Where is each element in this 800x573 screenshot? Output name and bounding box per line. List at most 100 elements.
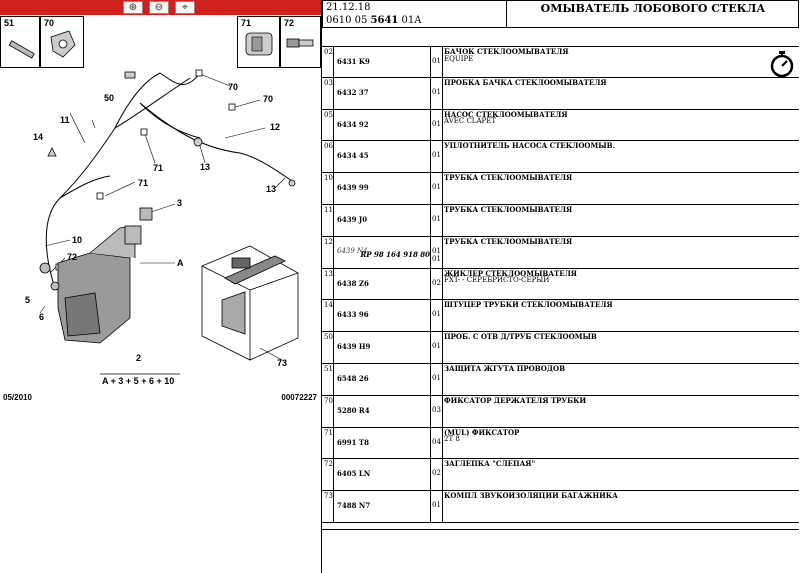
thumb-70[interactable]: 70	[40, 16, 84, 68]
part-description: ПРОБ. С ОТВ Д/ТРУБ СТЕКЛООМЫВ	[444, 332, 597, 342]
part-reference[interactable]: 5280 R4	[335, 395, 431, 427]
part-reference[interactable]: 6405 LN	[335, 459, 431, 491]
part-reference[interactable]: 7488 N7	[335, 491, 431, 522]
part-position: 12	[322, 236, 334, 268]
part-reference[interactable]: 6439 99	[335, 173, 431, 204]
callout-label: 6	[39, 312, 44, 322]
thumb-71[interactable]: 71	[237, 16, 280, 68]
part-position: 10	[322, 173, 334, 204]
callout-label: 72	[67, 252, 77, 262]
part-reference[interactable]: 6438 Z6	[335, 268, 431, 300]
part-description: ПРОБКА БАЧКА СТЕКЛООМЫВАТЕЛЯ	[444, 77, 607, 87]
callout-label: 11	[60, 115, 70, 125]
zoom-in-button[interactable]: ⊕	[123, 1, 143, 14]
part-description: ТРУБКА СТЕКЛООМЫВАТЕЛЯ	[444, 173, 573, 183]
part-quantity: 01	[432, 183, 441, 192]
part-description: ТРУБКА СТЕКЛООМЫВАТЕЛЯ	[444, 204, 573, 214]
thumb-72[interactable]: 72	[280, 16, 321, 68]
part-position: 71	[322, 427, 334, 459]
footer-date: 05/2010	[3, 393, 32, 402]
part-position: 73	[322, 491, 334, 522]
part-reference[interactable]: 6434 45	[335, 141, 431, 173]
part-reference[interactable]: 6431 K9	[335, 47, 431, 77]
callout-label: 71	[153, 163, 163, 173]
part-description: ШТУЦЕР ТРУБКИ СТЕКЛООМЫВАТЕЛЯ	[444, 300, 613, 310]
zoom-out-button[interactable]: ⊖	[149, 1, 169, 14]
callout-label: 13	[266, 184, 276, 194]
stopwatch-icon[interactable]	[769, 50, 795, 78]
part-alt-reference: RP 98 164 918 80	[360, 249, 430, 259]
callout-label: 71	[138, 178, 148, 188]
part-reference[interactable]: 6439 J0	[335, 204, 431, 236]
thumb-51[interactable]: 51	[0, 16, 40, 68]
part-quantity: 01	[432, 151, 441, 160]
panel-divider	[321, 0, 322, 573]
formula-bottom: A + 3 + 5 + 6 + 10	[102, 376, 174, 386]
callout-label: 13	[200, 162, 210, 172]
part-quantity: 01	[432, 119, 441, 128]
part-quantity: 01 01	[432, 246, 441, 263]
zoom-out-icon: ⊖	[154, 2, 164, 13]
exploded-view-diagram: 50 70 70 11 12 14 71 13 71 13 3 10 72 A …	[25, 69, 299, 386]
part-quantity: 01	[432, 342, 441, 351]
part-quantity: 01	[432, 214, 441, 223]
part-description: УПЛОТНИТЕЛЬ НАСОСА СТЕКЛООМЫВ.	[444, 141, 616, 151]
part-reference[interactable]: 6433 96	[335, 300, 431, 332]
parts-header: 21.12.18 0610 05 5641 01A ОМЫВАТЕЛЬ ЛОБО…	[322, 0, 799, 28]
part-reference[interactable]: 6432 37	[335, 77, 431, 109]
part-quantity: 01	[432, 501, 441, 510]
part-description: КОМПЛ ЗВУКОИЗОЛЯЦИИ БАГАЖНИКА	[444, 491, 618, 501]
part-position: 14	[322, 300, 334, 332]
part-description: ЗАГЛЕПКА "СЛЕПАЯ"	[444, 459, 536, 469]
part-reference[interactable]: 6991 T8	[335, 427, 431, 459]
zoom-fit-icon: ⌖	[182, 2, 188, 13]
plug-icon	[286, 38, 314, 48]
part-quantity: 01	[432, 87, 441, 96]
part-quantity: 03	[432, 405, 441, 414]
part-quantity: 02	[432, 469, 441, 478]
parts-panel: 21.12.18 0610 05 5641 01A ОМЫВАТЕЛЬ ЛОБО…	[322, 0, 800, 573]
page-title: ОМЫВАТЕЛЬ ЛОБОВОГО СТЕКЛА	[540, 2, 766, 15]
callout-label: 3	[177, 198, 182, 208]
callout-label: 70	[228, 82, 238, 92]
zoom-toolbar: ⊕ ⊖ ⌖	[0, 0, 321, 15]
diagram-panel: ⊕ ⊖ ⌖ 51 70 71 72	[0, 0, 321, 573]
callout-label: A	[177, 258, 184, 268]
part-reference[interactable]: 6439 H9	[335, 332, 431, 363]
callout-label: 14	[33, 132, 43, 142]
part-position: 51	[322, 363, 334, 395]
wiring-sleeve-icon	[8, 40, 35, 59]
part-reference[interactable]: 6439 N4	[335, 236, 431, 268]
callout-label: 10	[72, 235, 82, 245]
part-quantity: 02	[432, 278, 441, 287]
callout-label: 70	[263, 94, 273, 104]
part-position: 72	[322, 459, 334, 491]
callout-label: 73	[277, 358, 287, 368]
header-code: 0610 05 5641 01A	[326, 15, 422, 26]
part-quantity: 01	[432, 57, 441, 65]
part-reference[interactable]: 6548 26	[335, 363, 431, 395]
part-reference[interactable]: 6434 92	[335, 109, 431, 141]
thumb-label: 71	[241, 18, 252, 28]
zoom-fit-button[interactable]: ⌖	[175, 1, 195, 14]
